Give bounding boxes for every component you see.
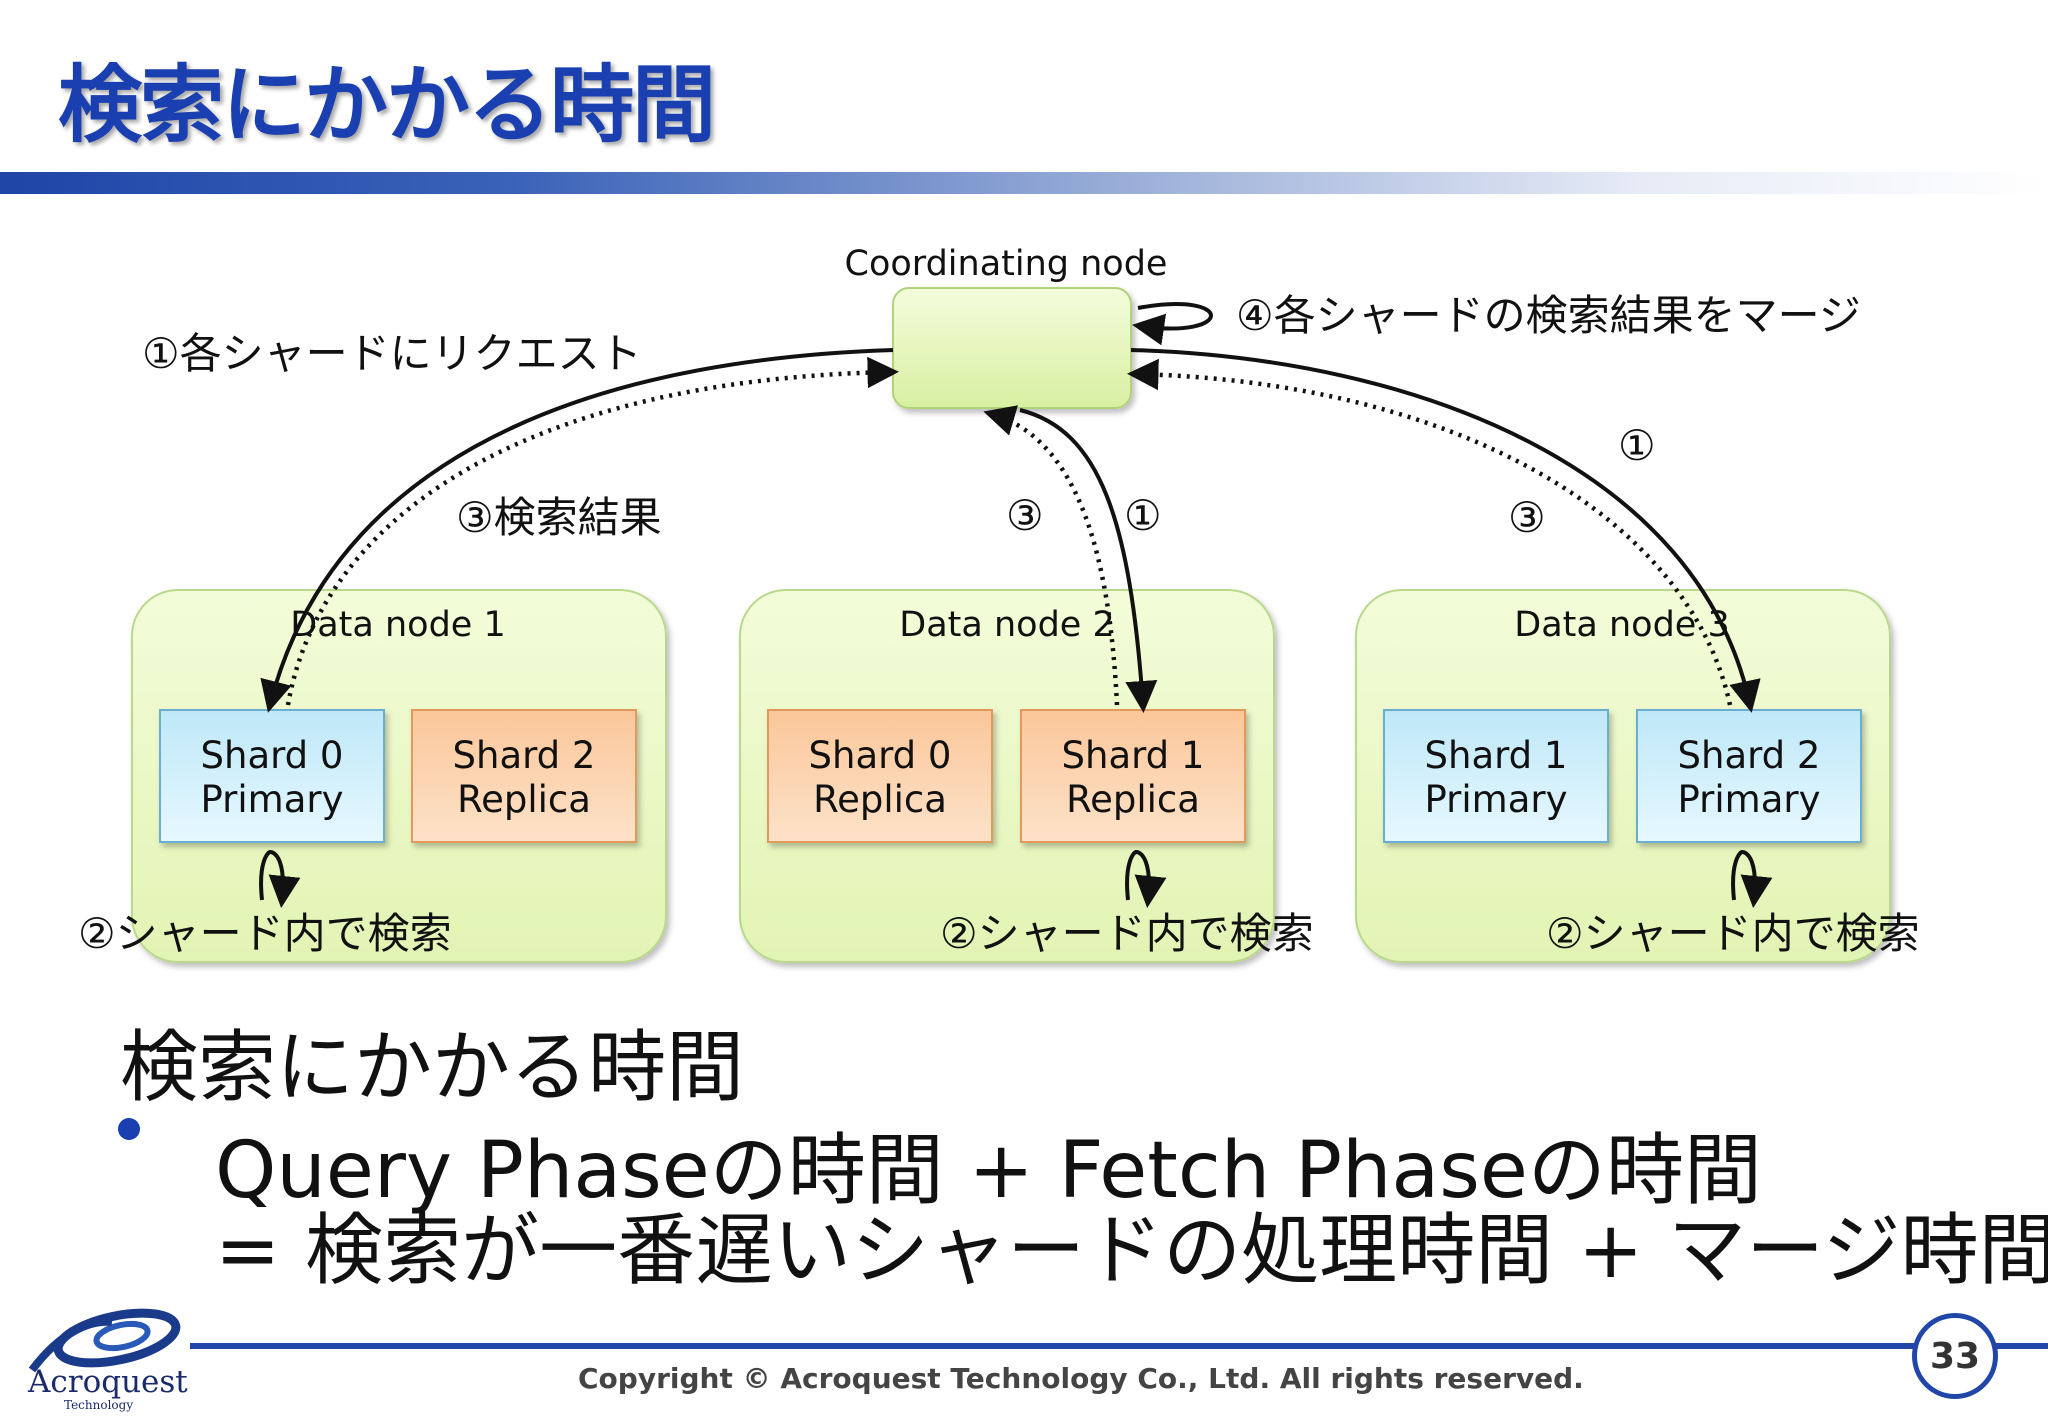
summary-bullet-line2: = 検索が一番遅いシャードの処理時間 + マージ時間 [215, 1206, 2048, 1296]
request-arrow-to-node3 [1130, 348, 1761, 713]
summary-heading: 検索にかかる時間 [120, 1023, 745, 1113]
shard-1-replica-node2 [1020, 709, 1246, 843]
shard-label-line1: Shard 1 [1425, 734, 1568, 777]
summary-bullet-line1: Query Phaseの時間 + Fetch Phaseの時間 [215, 1126, 1762, 1216]
logo-wordmark: Acroquest [28, 1364, 188, 1400]
bullet-icon [118, 1118, 140, 1140]
footer-rule-right [1990, 1343, 2048, 1349]
note-step3-mid: ③ [1006, 491, 1044, 540]
shard-0-primary-node1 [159, 709, 385, 843]
note-merge: ④各シャードの検索結果をマージ [1236, 291, 1861, 340]
page-number: 33 [1929, 1335, 1981, 1377]
slide-title: 検索にかかる時間 [58, 56, 716, 154]
data-node-1-label: Data node 1 [290, 605, 505, 645]
shard-label-line1: Shard 0 [809, 734, 952, 777]
shard-2-replica-node1 [411, 709, 637, 843]
request-arrow-to-node2 [1019, 408, 1158, 713]
request-arrow-to-node1 [260, 348, 894, 713]
shard-0-replica-node2 [767, 709, 993, 843]
shard-2-primary-node3 [1636, 709, 1862, 843]
shard-label-line2: Replica [813, 778, 947, 821]
shard-label-line1: Shard 1 [1062, 734, 1205, 777]
shard-label-line2: Primary [201, 778, 344, 821]
title-underline-bar [0, 172, 2048, 194]
shard-label-line2: Replica [1066, 778, 1200, 821]
shard-search-loop-node3 [1731, 849, 1773, 908]
shard-1-primary-node3 [1383, 709, 1609, 843]
acroquest-logo-icon [28, 1308, 181, 1373]
note-result: ③検索結果 [456, 493, 662, 542]
shard-search-loop-node2 [1125, 849, 1167, 908]
footer-rule [190, 1343, 1920, 1349]
shard-search-note-node1: ②シャード内で検索 [78, 909, 452, 958]
result-arrow-from-node3 [1127, 358, 1733, 706]
shard-label-line2: Replica [457, 778, 591, 821]
data-node-2-label: Data node 2 [899, 605, 1114, 645]
page-number-badge: 33 [1912, 1313, 1998, 1399]
shard-label-line1: Shard 0 [201, 734, 344, 777]
copyright-notice: Copyright © Acroquest Technology Co., Lt… [578, 1362, 1584, 1395]
shard-search-note-node2: ②シャード内で検索 [940, 909, 1314, 958]
logo-subtext: Technology [64, 1398, 134, 1412]
shard-label-line1: Shard 2 [453, 734, 596, 777]
shard-label-line1: Shard 2 [1678, 734, 1821, 777]
result-arrow-from-node2 [983, 405, 1120, 706]
note-step3-right: ③ [1508, 493, 1546, 542]
shard-label-line2: Primary [1425, 778, 1568, 821]
merge-loop-arrow [1132, 302, 1213, 346]
shard-search-loop-node1 [259, 849, 301, 908]
coordinating-node-label: Coordinating node [845, 244, 1168, 284]
note-step1-right: ① [1618, 421, 1656, 470]
note-request: ①各シャードにリクエスト [142, 329, 642, 378]
note-step1-mid: ① [1124, 491, 1162, 540]
data-node-3-label: Data node 3 [1514, 605, 1729, 645]
shard-search-note-node3: ②シャード内で検索 [1546, 909, 1920, 958]
shard-label-line2: Primary [1678, 778, 1821, 821]
result-arrow-from-node1 [285, 356, 899, 706]
coordinating-node-box [892, 287, 1132, 409]
